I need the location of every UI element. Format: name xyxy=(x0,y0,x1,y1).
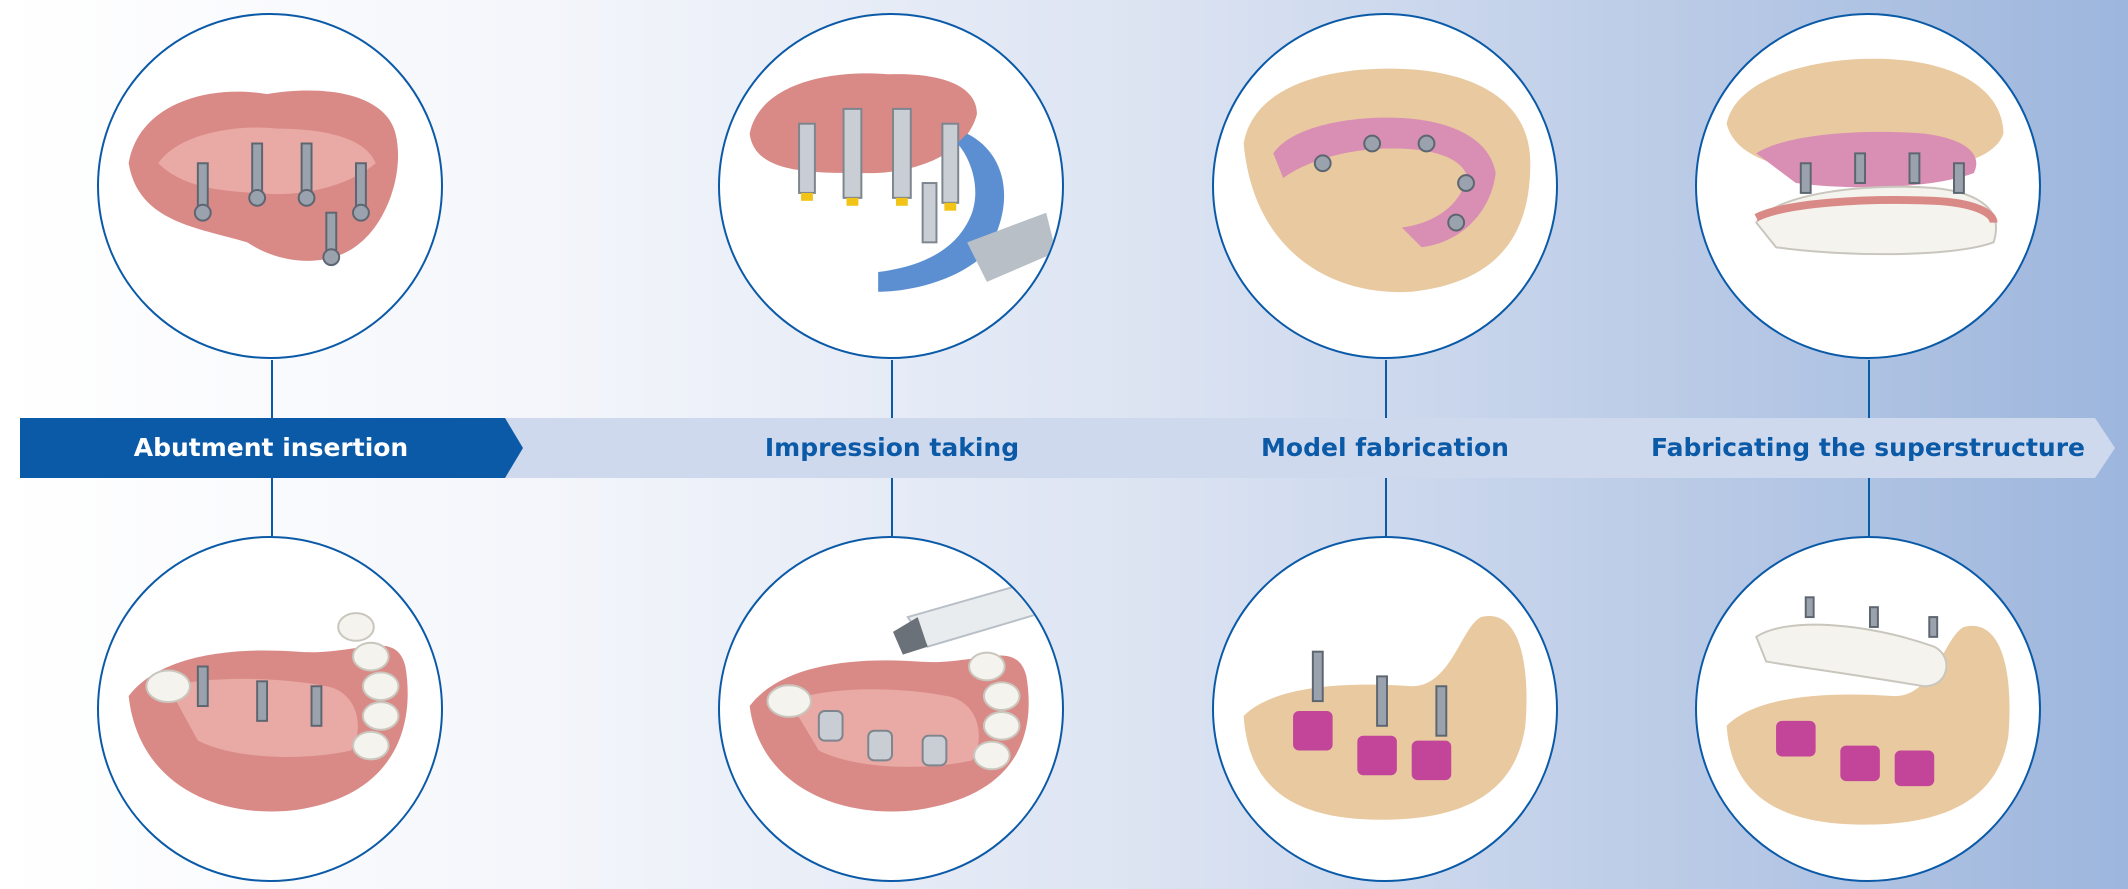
intraoral-scanner-icon xyxy=(718,536,1064,882)
step-label-model-fabrication: Model fabrication xyxy=(1261,418,1509,478)
connector-bottom-1 xyxy=(271,478,273,536)
connector-bottom-2 xyxy=(891,478,893,536)
intraoral-scanner-illustration xyxy=(720,538,1062,880)
lower-superstructure-illustration xyxy=(1697,538,2039,880)
upper-stone-model-icon xyxy=(1212,13,1558,359)
impression-tray-icon xyxy=(718,13,1064,359)
step-label-fabricating-superstructure: Fabricating the superstructure xyxy=(1651,418,2085,478)
connector-top-4 xyxy=(1868,360,1870,418)
step-label-abutment-insertion: Abutment insertion xyxy=(134,418,408,478)
step-label-impression-taking: Impression taking xyxy=(765,418,1019,478)
upper-superstructure-icon xyxy=(1695,13,2041,359)
impression-tray-illustration xyxy=(720,15,1062,357)
connector-bottom-4 xyxy=(1868,478,1870,536)
connector-top-1 xyxy=(271,360,273,418)
upper-jaw-abutments-icon xyxy=(97,13,443,359)
lower-stone-model-illustration xyxy=(1214,538,1556,880)
lower-jaw-abutments-illustration xyxy=(99,538,441,880)
connector-top-2 xyxy=(891,360,893,418)
upper-jaw-abutments-illustration xyxy=(99,15,441,357)
lower-stone-model-icon xyxy=(1212,536,1558,882)
upper-superstructure-illustration xyxy=(1697,15,2039,357)
lower-superstructure-icon xyxy=(1695,536,2041,882)
upper-stone-model-illustration xyxy=(1214,15,1556,357)
lower-jaw-abutments-icon xyxy=(97,536,443,882)
connector-top-3 xyxy=(1385,360,1387,418)
connector-bottom-3 xyxy=(1385,478,1387,536)
